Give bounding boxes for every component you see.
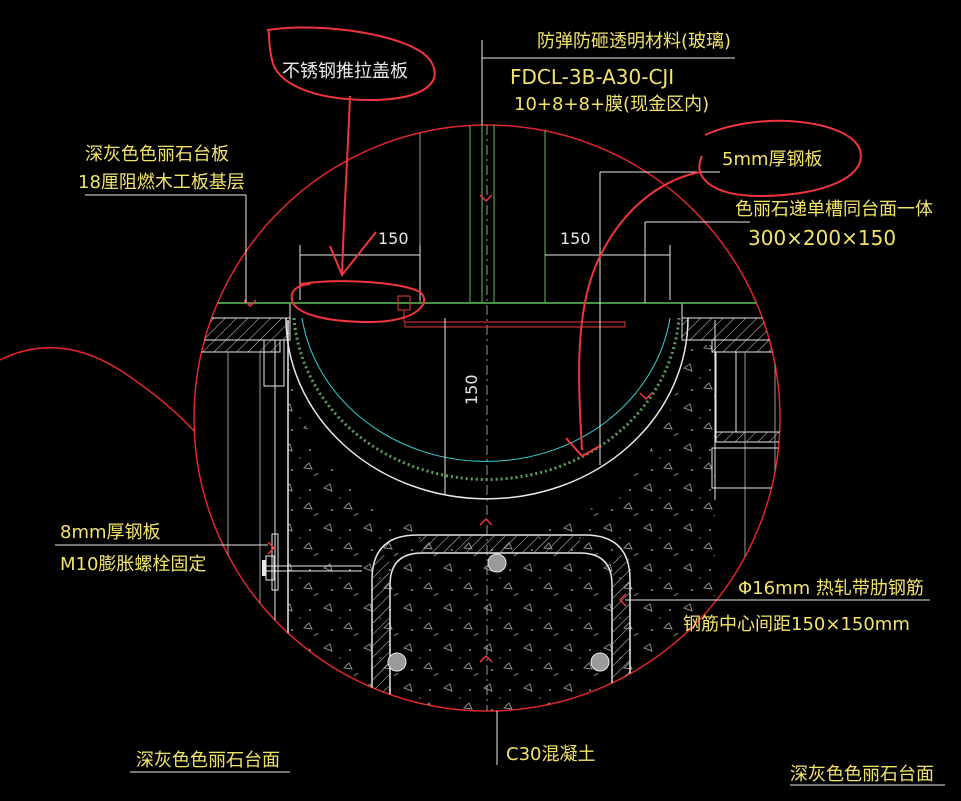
section-content <box>194 125 780 711</box>
top-left-label-1: 深灰色色丽石台板 <box>85 144 229 165</box>
leader-lines <box>55 40 945 786</box>
markup-annotations <box>266 26 862 458</box>
tray-lining <box>292 317 681 481</box>
dimension-texts: 150 150 150 <box>378 229 591 405</box>
expansion-bolt <box>262 533 362 591</box>
dimension-lines <box>299 245 671 495</box>
tray-label-1: 色丽石递单槽同台面一体 <box>735 199 933 220</box>
plate-8mm-label: 8mm厚钢板 <box>60 522 161 543</box>
cover-plate <box>404 321 626 328</box>
detail-leader-curve <box>0 346 196 433</box>
dim-right-width: 150 <box>560 229 591 248</box>
concrete-label: C30混凝土 <box>506 744 595 765</box>
labels: 防弹防砸透明材料(玻璃) FDCL-3B-A30-CJI 10+8+8+膜(现金… <box>60 31 934 785</box>
concrete-body <box>287 340 715 711</box>
rebar-label-1: Φ16mm 热轧带肋钢筋 <box>738 578 924 599</box>
glass-title-label: 防弹防砸透明材料(玻璃) <box>537 31 731 52</box>
glass-code-label: FDCL-3B-A30-CJI <box>510 65 674 89</box>
glass-spec-label: 10+8+8+膜(现金区内) <box>514 94 709 115</box>
steel-5mm-label: 5mm厚钢板 <box>722 149 823 170</box>
bottom-left-label: 深灰色色丽石台面 <box>136 750 280 771</box>
countertop-left <box>194 302 291 319</box>
rebar-label-2: 钢筋中心间距150×150mm <box>683 614 910 635</box>
bottom-right-label: 深灰色色丽石台面 <box>790 764 934 785</box>
cover-label: 不锈钢推拉盖板 <box>282 61 408 82</box>
tray-outer <box>285 317 689 500</box>
tray-inner <box>301 317 671 462</box>
bolt-label: M10膨胀螺栓固定 <box>60 554 206 575</box>
top-left-label-2: 18厘阻燃木工板基层 <box>78 172 245 193</box>
dim-depth: 150 <box>462 374 481 405</box>
dim-left-width: 150 <box>378 229 409 248</box>
countertop-right <box>681 302 780 319</box>
tray-label-2: 300×200×150 <box>748 226 896 250</box>
